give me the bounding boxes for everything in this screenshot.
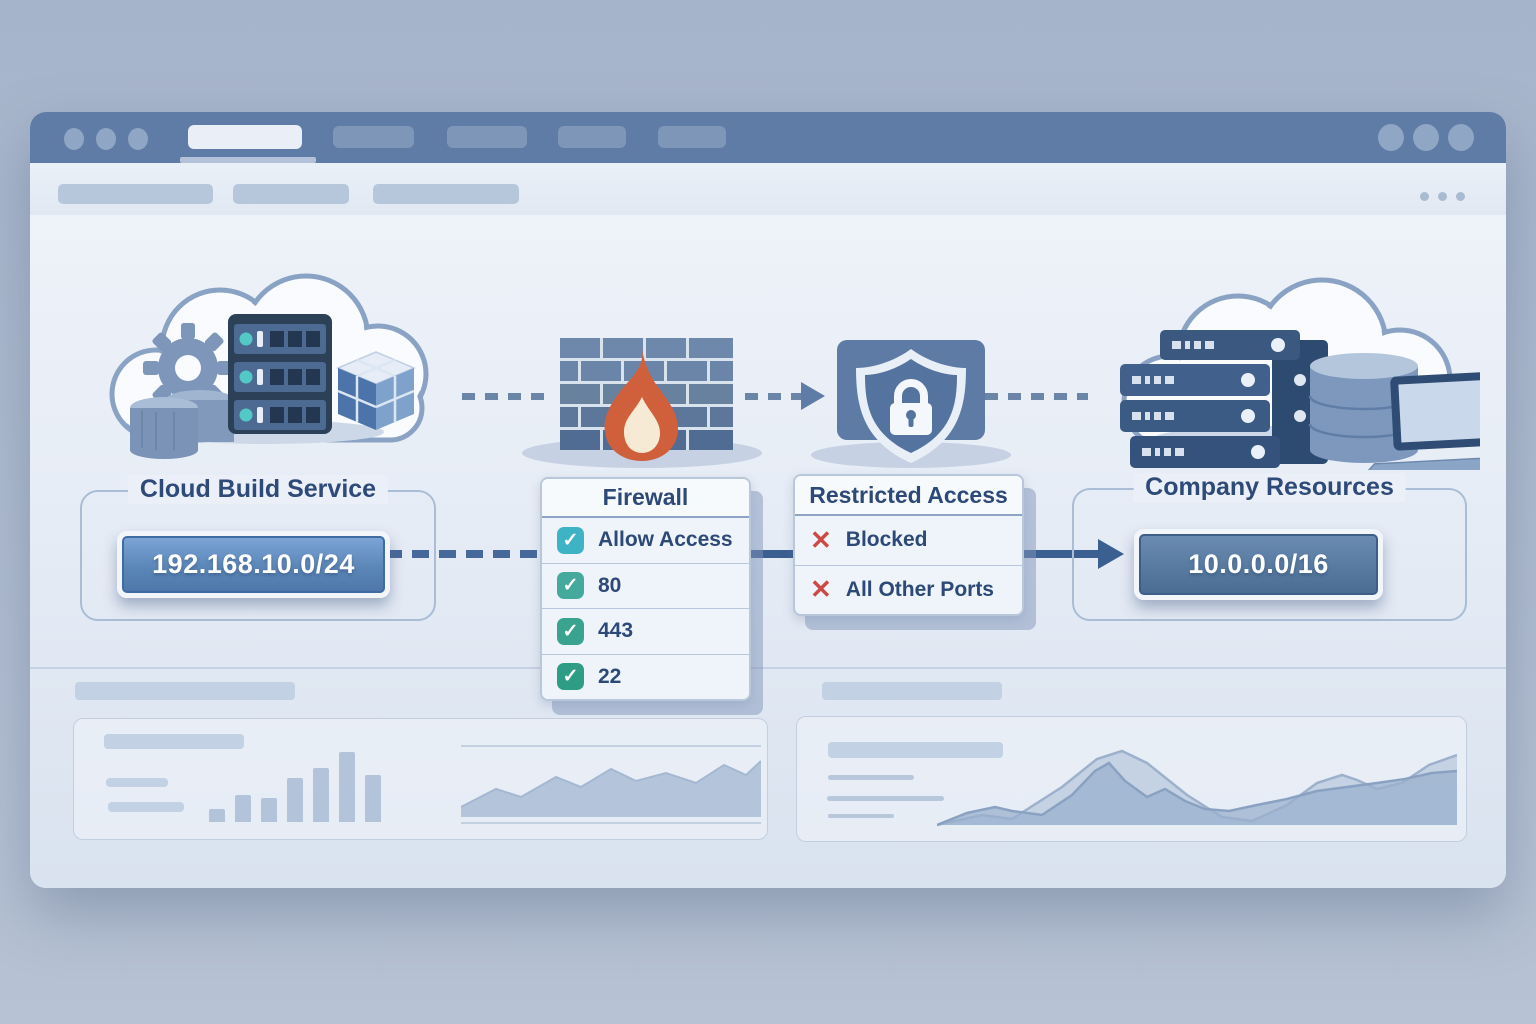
placeholder-stats-panel: [73, 718, 768, 840]
browser-tab[interactable]: [658, 126, 726, 148]
gear-icon: [143, 323, 233, 404]
source-group-label: Cloud Build Service: [127, 475, 389, 504]
window-control-dot[interactable]: [1378, 124, 1404, 151]
firewall-rule-row[interactable]: ✓ 443: [542, 608, 749, 654]
source-group: Cloud Build Service: [80, 475, 436, 621]
placeholder-text: [828, 742, 1003, 758]
blocked-rule-label: Blocked: [845, 528, 928, 552]
nav-placeholder[interactable]: [233, 184, 349, 204]
blocked-x-icon: ✕: [810, 574, 832, 605]
checkbox-checked-icon[interactable]: ✓: [557, 526, 584, 554]
browser-titlebar: [30, 112, 1506, 163]
placeholder-stats-panel: [796, 716, 1467, 842]
placeholder-text: [827, 796, 944, 801]
window-control-dot[interactable]: [1448, 124, 1474, 151]
active-tab-strip: [180, 157, 316, 163]
arrow-right-icon: [1098, 539, 1124, 569]
window-control-dot[interactable]: [96, 128, 116, 150]
placeholder-text: [108, 802, 184, 812]
placeholder-text: [828, 814, 894, 818]
placeholder-text: [104, 734, 244, 749]
placeholder-bar: [235, 795, 251, 822]
destination-cidr-button[interactable]: 10.0.0.0/16: [1134, 529, 1383, 600]
server-stack-icon: [1120, 330, 1328, 468]
placeholder-bar: [287, 778, 303, 822]
flame-icon: [604, 349, 678, 461]
window-control-dot[interactable]: [1413, 124, 1439, 151]
checkbox-checked-icon[interactable]: ✓: [557, 572, 584, 600]
nav-placeholder[interactable]: [373, 184, 519, 204]
checkbox-checked-icon[interactable]: ✓: [557, 617, 584, 645]
section-divider: [30, 667, 1506, 669]
restricted-access-panel: Restricted Access ✕ Blocked ✕ All Other …: [793, 474, 1024, 616]
source-cidr-button[interactable]: 192.168.10.0/24: [117, 531, 390, 598]
firewall-panel: Firewall ✓ Allow Access ✓ 80 ✓ 443 ✓ 22: [540, 477, 751, 701]
placeholder-text: [828, 775, 914, 780]
browser-tab[interactable]: [558, 126, 626, 148]
overflow-menu-icon[interactable]: [1420, 192, 1465, 201]
placeholder-heading: [75, 682, 295, 700]
checkbox-checked-icon[interactable]: ✓: [557, 663, 584, 691]
server-rack-icon: [228, 314, 332, 434]
placeholder-bar: [339, 752, 355, 822]
shield-lock-icon: [811, 340, 1011, 468]
browser-window: Cloud Build Service 192.168.10.0/24 Fire…: [30, 112, 1506, 888]
storage-cube-icon: [336, 351, 416, 430]
firewall-rule-label: Allow Access: [598, 528, 733, 552]
firewall-rule-label: 443: [598, 619, 634, 643]
placeholder-bar: [313, 768, 329, 822]
nav-placeholder[interactable]: [58, 184, 213, 204]
firewall-rule-label: 22: [598, 664, 622, 688]
firewall-rule-row[interactable]: ✓ 22: [542, 653, 749, 700]
browser-tab[interactable]: [447, 126, 527, 148]
placeholder-text: [106, 778, 168, 787]
browser-toolbar: [30, 163, 1506, 217]
firewall-panel-title: Firewall: [542, 479, 749, 518]
connector-dashed: [985, 393, 1088, 400]
blocked-rule-row[interactable]: ✕ Blocked: [795, 516, 1022, 565]
firewall-rule-row[interactable]: ✓ Allow Access: [542, 518, 749, 563]
connector-dashed: [385, 550, 540, 558]
cloud-build-cloud-illustration: [109, 273, 429, 459]
window-control-dot[interactable]: [128, 128, 148, 150]
firewall-brick-wall-icon: [522, 338, 762, 468]
page-content: Cloud Build Service 192.168.10.0/24 Fire…: [30, 215, 1506, 888]
placeholder-bar: [209, 809, 225, 822]
database-icon: [130, 390, 234, 459]
connector-dashed: [745, 393, 801, 400]
arrow-right-icon: [801, 382, 825, 410]
restricted-panel-title: Restricted Access: [795, 476, 1022, 516]
browser-tab[interactable]: [333, 126, 414, 148]
placeholder-line-chart: [461, 745, 761, 824]
company-resources-cloud-illustration: [1120, 277, 1480, 470]
blocked-rule-row[interactable]: ✕ All Other Ports: [795, 564, 1022, 615]
window-control-dot[interactable]: [64, 128, 84, 150]
laptop-icon: [1359, 370, 1480, 470]
placeholder-area-chart: [937, 749, 1457, 827]
destination-group: Company Resources: [1072, 473, 1467, 621]
browser-tab-active[interactable]: [188, 125, 302, 149]
placeholder-bar: [261, 798, 277, 822]
destination-group-label: Company Resources: [1133, 473, 1406, 502]
firewall-rule-label: 80: [598, 573, 622, 597]
placeholder-bar: [365, 775, 381, 822]
firewall-rule-row[interactable]: ✓ 80: [542, 562, 749, 609]
placeholder-bar-chart: [209, 750, 381, 822]
blocked-x-icon: ✕: [810, 524, 832, 555]
connector-dashed: [462, 393, 552, 400]
blocked-rule-label: All Other Ports: [845, 577, 994, 601]
placeholder-heading: [822, 682, 1002, 700]
